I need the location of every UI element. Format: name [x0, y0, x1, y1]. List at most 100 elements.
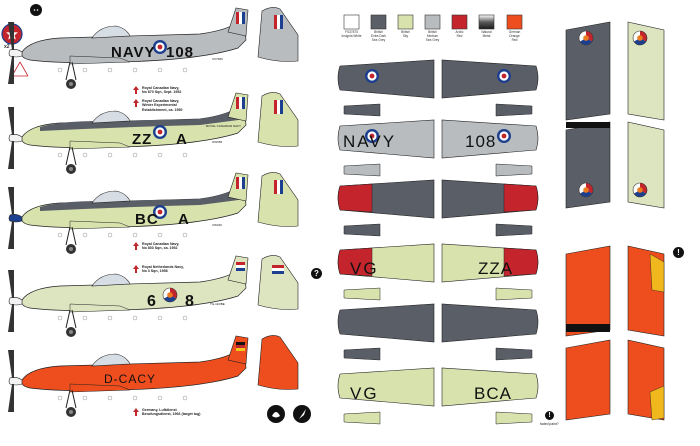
callout-marker	[82, 395, 88, 401]
landing-gear	[65, 389, 77, 409]
caption-aircraft-2: Royal Canadian Navy, Winter Experimental…	[133, 99, 183, 112]
underside-panel-1	[565, 21, 611, 121]
fin-flash-blue	[242, 12, 245, 24]
spinner	[8, 377, 23, 386]
faded-paint-note: faded paint?	[540, 422, 559, 426]
flag-white	[236, 265, 245, 268]
duck-emblem	[267, 405, 285, 423]
underside-panel-5	[565, 245, 611, 337]
feather-emblem	[293, 405, 311, 423]
swatch-label-line: German	[508, 30, 521, 34]
yellow-stripe	[649, 253, 665, 293]
callout-marker	[182, 315, 188, 321]
spinner	[8, 297, 23, 306]
color-swatch-4	[424, 14, 441, 30]
wing-root	[69, 303, 131, 313]
right-wing	[441, 367, 539, 407]
fin-flash-white	[239, 177, 242, 189]
color-swatch-1	[343, 14, 360, 30]
fin-flash-white	[239, 12, 242, 24]
canopy	[91, 110, 131, 124]
spinner	[8, 134, 23, 143]
callout-marker	[157, 315, 163, 321]
callout-marker	[57, 395, 63, 401]
panel-outline	[565, 245, 611, 337]
caption-line: Winter Experimental	[142, 103, 177, 108]
caption-line: Germany, Luftdienst	[142, 408, 177, 412]
tailplane-right	[495, 223, 533, 237]
caption-line: No 870 Sqn, Sept. 1952	[142, 90, 182, 95]
profile-2-code-left: ZZ	[132, 131, 153, 148]
fin-detail-1	[257, 7, 299, 62]
swatch-label-line: Sea Grey	[371, 37, 386, 42]
wing-code-zza: ZZA	[478, 259, 514, 278]
fin-detail-2	[257, 92, 299, 147]
exclaim-mark: !	[677, 248, 680, 257]
fin-flash-blue	[280, 15, 283, 29]
swatch-label-line: Insignia White	[341, 33, 362, 38]
flag-black	[236, 342, 245, 345]
callout-marker	[182, 395, 188, 401]
left-wing	[337, 119, 435, 159]
tailplane-left	[343, 287, 381, 301]
fin-details	[257, 7, 299, 390]
caption-aircraft-4: Royal Netherlands Navy, No 3 Sqn, 1958	[133, 265, 184, 274]
profile-1-code-left: NAVY	[111, 44, 156, 61]
fin-flash-red	[274, 180, 277, 194]
underside-panel-7	[565, 339, 611, 421]
arrow-icon	[133, 242, 139, 250]
panel-outline	[565, 339, 611, 421]
flag-blue	[272, 271, 284, 274]
wing-code-vg-1: VG	[350, 259, 379, 278]
wing-row-3	[337, 179, 539, 237]
spinner	[8, 49, 23, 58]
caption-line: Royal Canadian Navy,	[142, 86, 180, 90]
callout-marker	[157, 232, 163, 238]
caption-aircraft-3: Royal Canadian Navy, No 803 Sqn, ca. 195…	[133, 242, 179, 251]
callout-marker	[107, 232, 113, 238]
canopy	[91, 353, 131, 367]
caption-line: No 803 Sqn, ca. 1952	[142, 246, 178, 251]
roundel	[497, 129, 511, 143]
tailplane-left	[343, 223, 381, 237]
swatch-label-line: Arctic	[455, 30, 464, 34]
swatch-label-line: Natural	[481, 30, 492, 34]
flag-red	[272, 265, 284, 268]
x2-label: x2	[4, 44, 10, 50]
callout-marker	[82, 315, 88, 321]
fin-outline	[257, 335, 299, 390]
exclaim-mark: !	[548, 412, 551, 419]
roundel	[153, 125, 167, 139]
callout-marker	[82, 67, 88, 73]
callout-marker	[57, 232, 63, 238]
swatch-label-line: Red	[456, 33, 463, 38]
arrow-icon	[133, 408, 139, 416]
wheel-hub	[69, 247, 73, 251]
fin-detail-4	[257, 255, 299, 310]
profile-5-code: D-CACY	[104, 372, 157, 386]
swatch-label-line: British	[374, 30, 383, 34]
panel-outline	[627, 21, 665, 121]
callout-marker	[57, 67, 63, 73]
underside-plan-views	[565, 21, 665, 421]
caption-line: Berufungsdienst, 1966 (target tug)	[142, 412, 201, 417]
callout-marker	[182, 152, 188, 158]
wing-code-108: 108	[465, 132, 497, 151]
fin-flash-blue	[242, 97, 245, 109]
canopy	[91, 190, 131, 204]
callout-marker	[107, 67, 113, 73]
left-red-tip	[337, 183, 373, 213]
landing-gear	[65, 309, 77, 329]
fin-flash-white	[239, 97, 242, 109]
tailplane-left	[343, 411, 381, 425]
profile-4-code-left: 6	[147, 293, 157, 310]
callout-marker	[157, 152, 163, 158]
dutch-roundel	[162, 287, 178, 303]
aircraft-profile-4	[8, 255, 249, 337]
profile-3-code-left: BC	[135, 211, 159, 228]
